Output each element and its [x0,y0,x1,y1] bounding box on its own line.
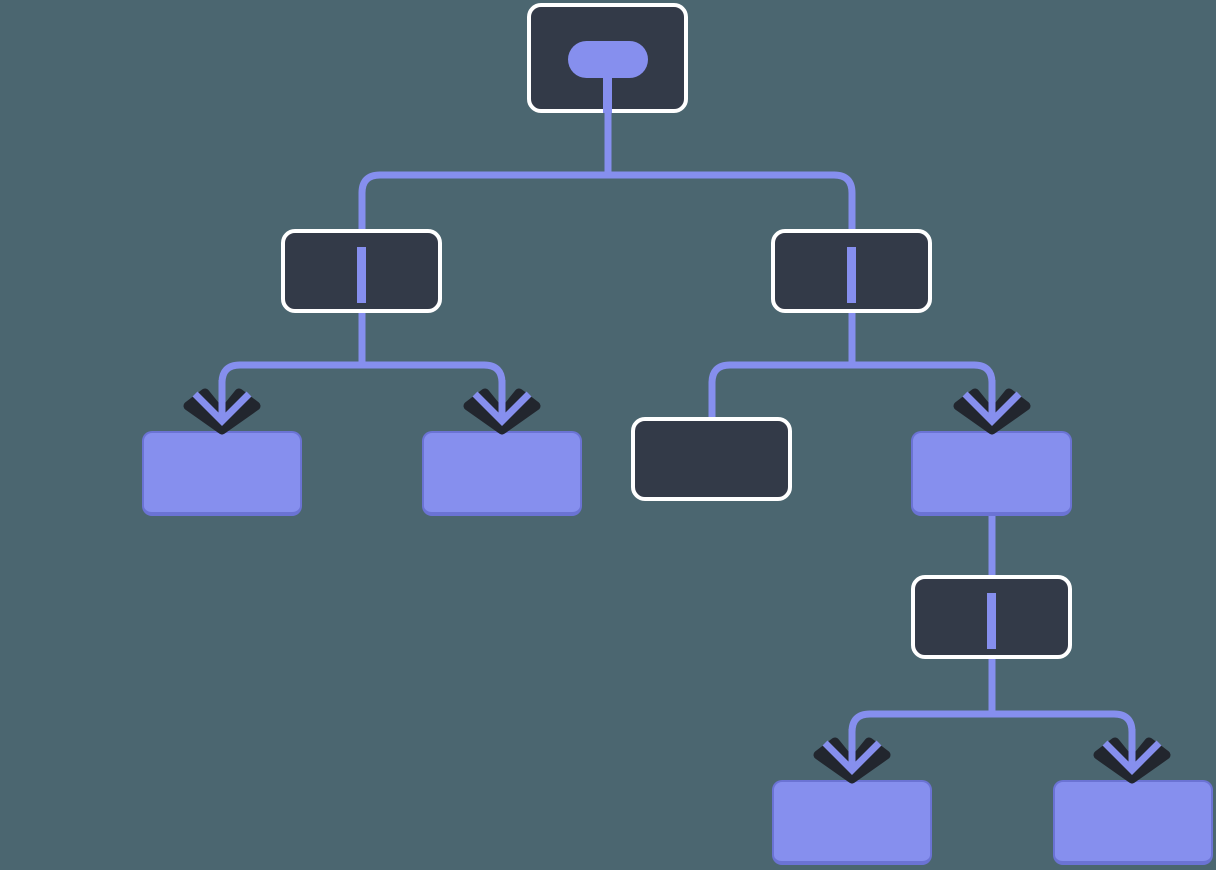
level3-dark-leaf[interactable] [631,417,792,501]
node-inner-bar-icon [357,247,366,303]
level5-leaf-2[interactable] [1053,780,1213,865]
node-inner-bar-icon [987,593,996,649]
level2-right-node[interactable] [771,229,932,313]
edge-root-to-level2-left [358,113,612,229]
edge-level2right-to-branch [848,313,996,437]
edge-level4-to-leaf1 [848,659,996,786]
level3-leaf-2[interactable] [422,431,582,516]
edge-level2right-to-dark-leaf [708,313,856,417]
level3-leaf-1[interactable] [142,431,302,516]
node-inner-stem-icon [603,78,612,113]
level2-left-node[interactable] [281,229,442,313]
edge-level2left-to-leaf2 [358,313,506,437]
node-inner-bar-icon [847,247,856,303]
edge-root-to-level2-right [604,113,856,229]
level4-dark-node[interactable] [911,575,1072,659]
edge-level4-to-leaf2 [988,659,1136,786]
level5-leaf-1[interactable] [772,780,932,865]
node-inner-pill-icon [568,41,648,78]
edge-level2left-to-leaf1 [218,313,366,437]
root-node[interactable] [527,3,688,113]
level3-branch-node[interactable] [911,431,1072,516]
